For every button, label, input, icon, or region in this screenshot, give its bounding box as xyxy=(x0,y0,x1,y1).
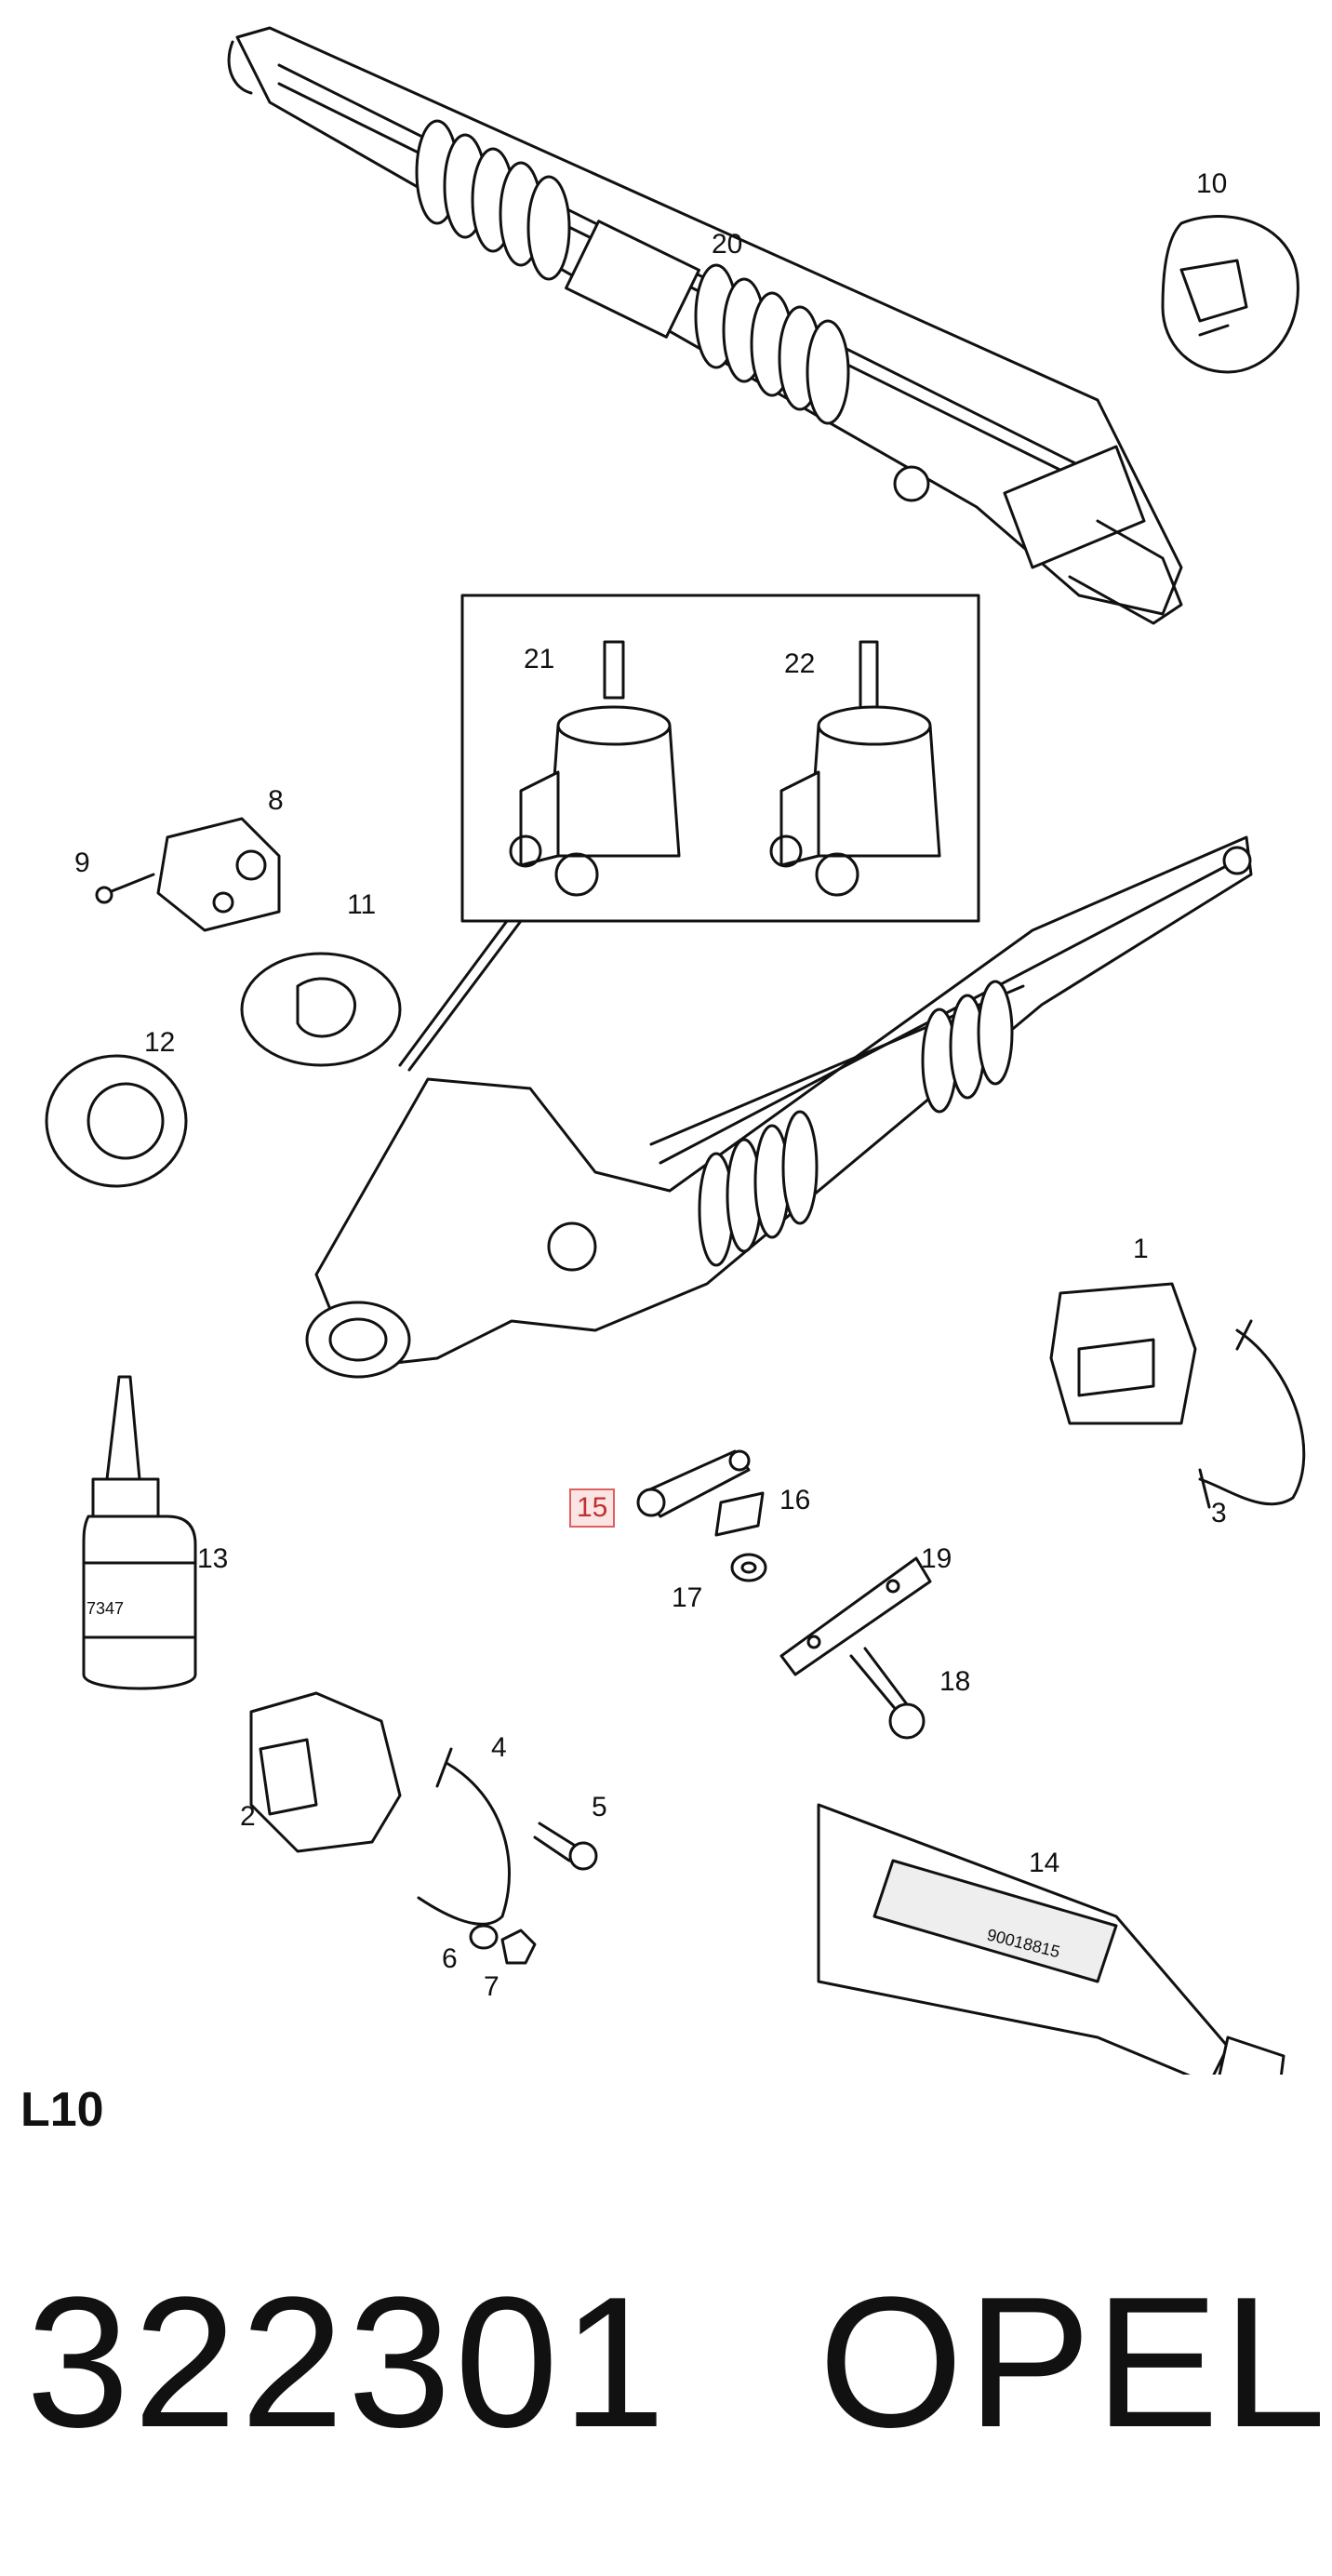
valve-inset-box xyxy=(398,594,980,1072)
callout-18: 18 xyxy=(939,1666,970,1697)
mounting-clamp-4 xyxy=(417,1747,511,1926)
universal-joint-8 xyxy=(156,817,281,932)
rack-bushing-2 xyxy=(249,1691,402,1853)
lock-plate-19 xyxy=(779,1556,932,1676)
brand-name: OPEL xyxy=(819,2259,1330,2466)
callout-3: 3 xyxy=(1211,1498,1227,1528)
mounting-clamp-3 xyxy=(1198,1319,1306,1509)
callout-15-highlighted[interactable]: 15 xyxy=(569,1488,616,1528)
rack-bushing-1 xyxy=(1049,1282,1197,1425)
washer-17 xyxy=(730,1553,767,1582)
exploded-parts-diagram: 7347 90018815 1 2 3 4 5 6 7 8 9 10 xyxy=(45,26,1306,2075)
grommet-11 xyxy=(240,952,402,1067)
lever-15 xyxy=(636,1449,751,1518)
callout-11: 11 xyxy=(347,889,376,920)
grease-tube-14: 90018815 xyxy=(817,1803,1285,2075)
bellows-left xyxy=(415,119,571,281)
adhesive-bottle-13: 7347 xyxy=(82,1375,197,1690)
callout-6: 6 xyxy=(442,1943,458,1974)
main-bellows xyxy=(698,980,1014,1267)
callout-7: 7 xyxy=(484,1971,500,2002)
steering-rack-assembly-top xyxy=(227,26,1183,625)
washer-6 xyxy=(469,1924,499,1950)
callout-21: 21 xyxy=(524,644,554,674)
part-number: 322301 xyxy=(26,2259,670,2466)
valve-housing-22 xyxy=(769,640,941,897)
callout-20: 20 xyxy=(712,229,742,260)
section-code: L10 xyxy=(20,2083,104,2137)
callout-5: 5 xyxy=(592,1792,607,1822)
callout-4: 4 xyxy=(491,1732,507,1763)
valve-housing-21 xyxy=(509,640,681,897)
steering-rack-assembly-main xyxy=(305,835,1253,1379)
callout-labels: 1 2 3 4 5 6 7 8 9 10 11 12 13 14 16 17 1… xyxy=(74,168,1227,2002)
callout-16: 16 xyxy=(779,1485,810,1515)
callout-19: 19 xyxy=(921,1543,952,1574)
callout-1: 1 xyxy=(1133,1234,1149,1264)
callout-13: 13 xyxy=(197,1543,228,1574)
nut-7 xyxy=(500,1929,537,1965)
bottle-label-text: 7347 xyxy=(87,1599,124,1618)
callout-9: 9 xyxy=(74,848,90,878)
callout-12: 12 xyxy=(144,1027,175,1058)
rack-mount-bushing-10 xyxy=(1161,215,1299,374)
callout-2: 2 xyxy=(240,1801,256,1832)
callout-8: 8 xyxy=(268,785,284,816)
callout-22: 22 xyxy=(784,648,815,679)
lock-plate-16 xyxy=(714,1491,765,1537)
callout-14: 14 xyxy=(1029,1848,1059,1878)
bolt-9 xyxy=(95,873,155,904)
callout-10: 10 xyxy=(1196,168,1227,199)
callout-17: 17 xyxy=(672,1582,702,1613)
bolt-5 xyxy=(533,1822,598,1871)
bolt-18 xyxy=(849,1647,926,1740)
bellows-right xyxy=(694,263,850,425)
seal-ring-12 xyxy=(45,1054,188,1188)
